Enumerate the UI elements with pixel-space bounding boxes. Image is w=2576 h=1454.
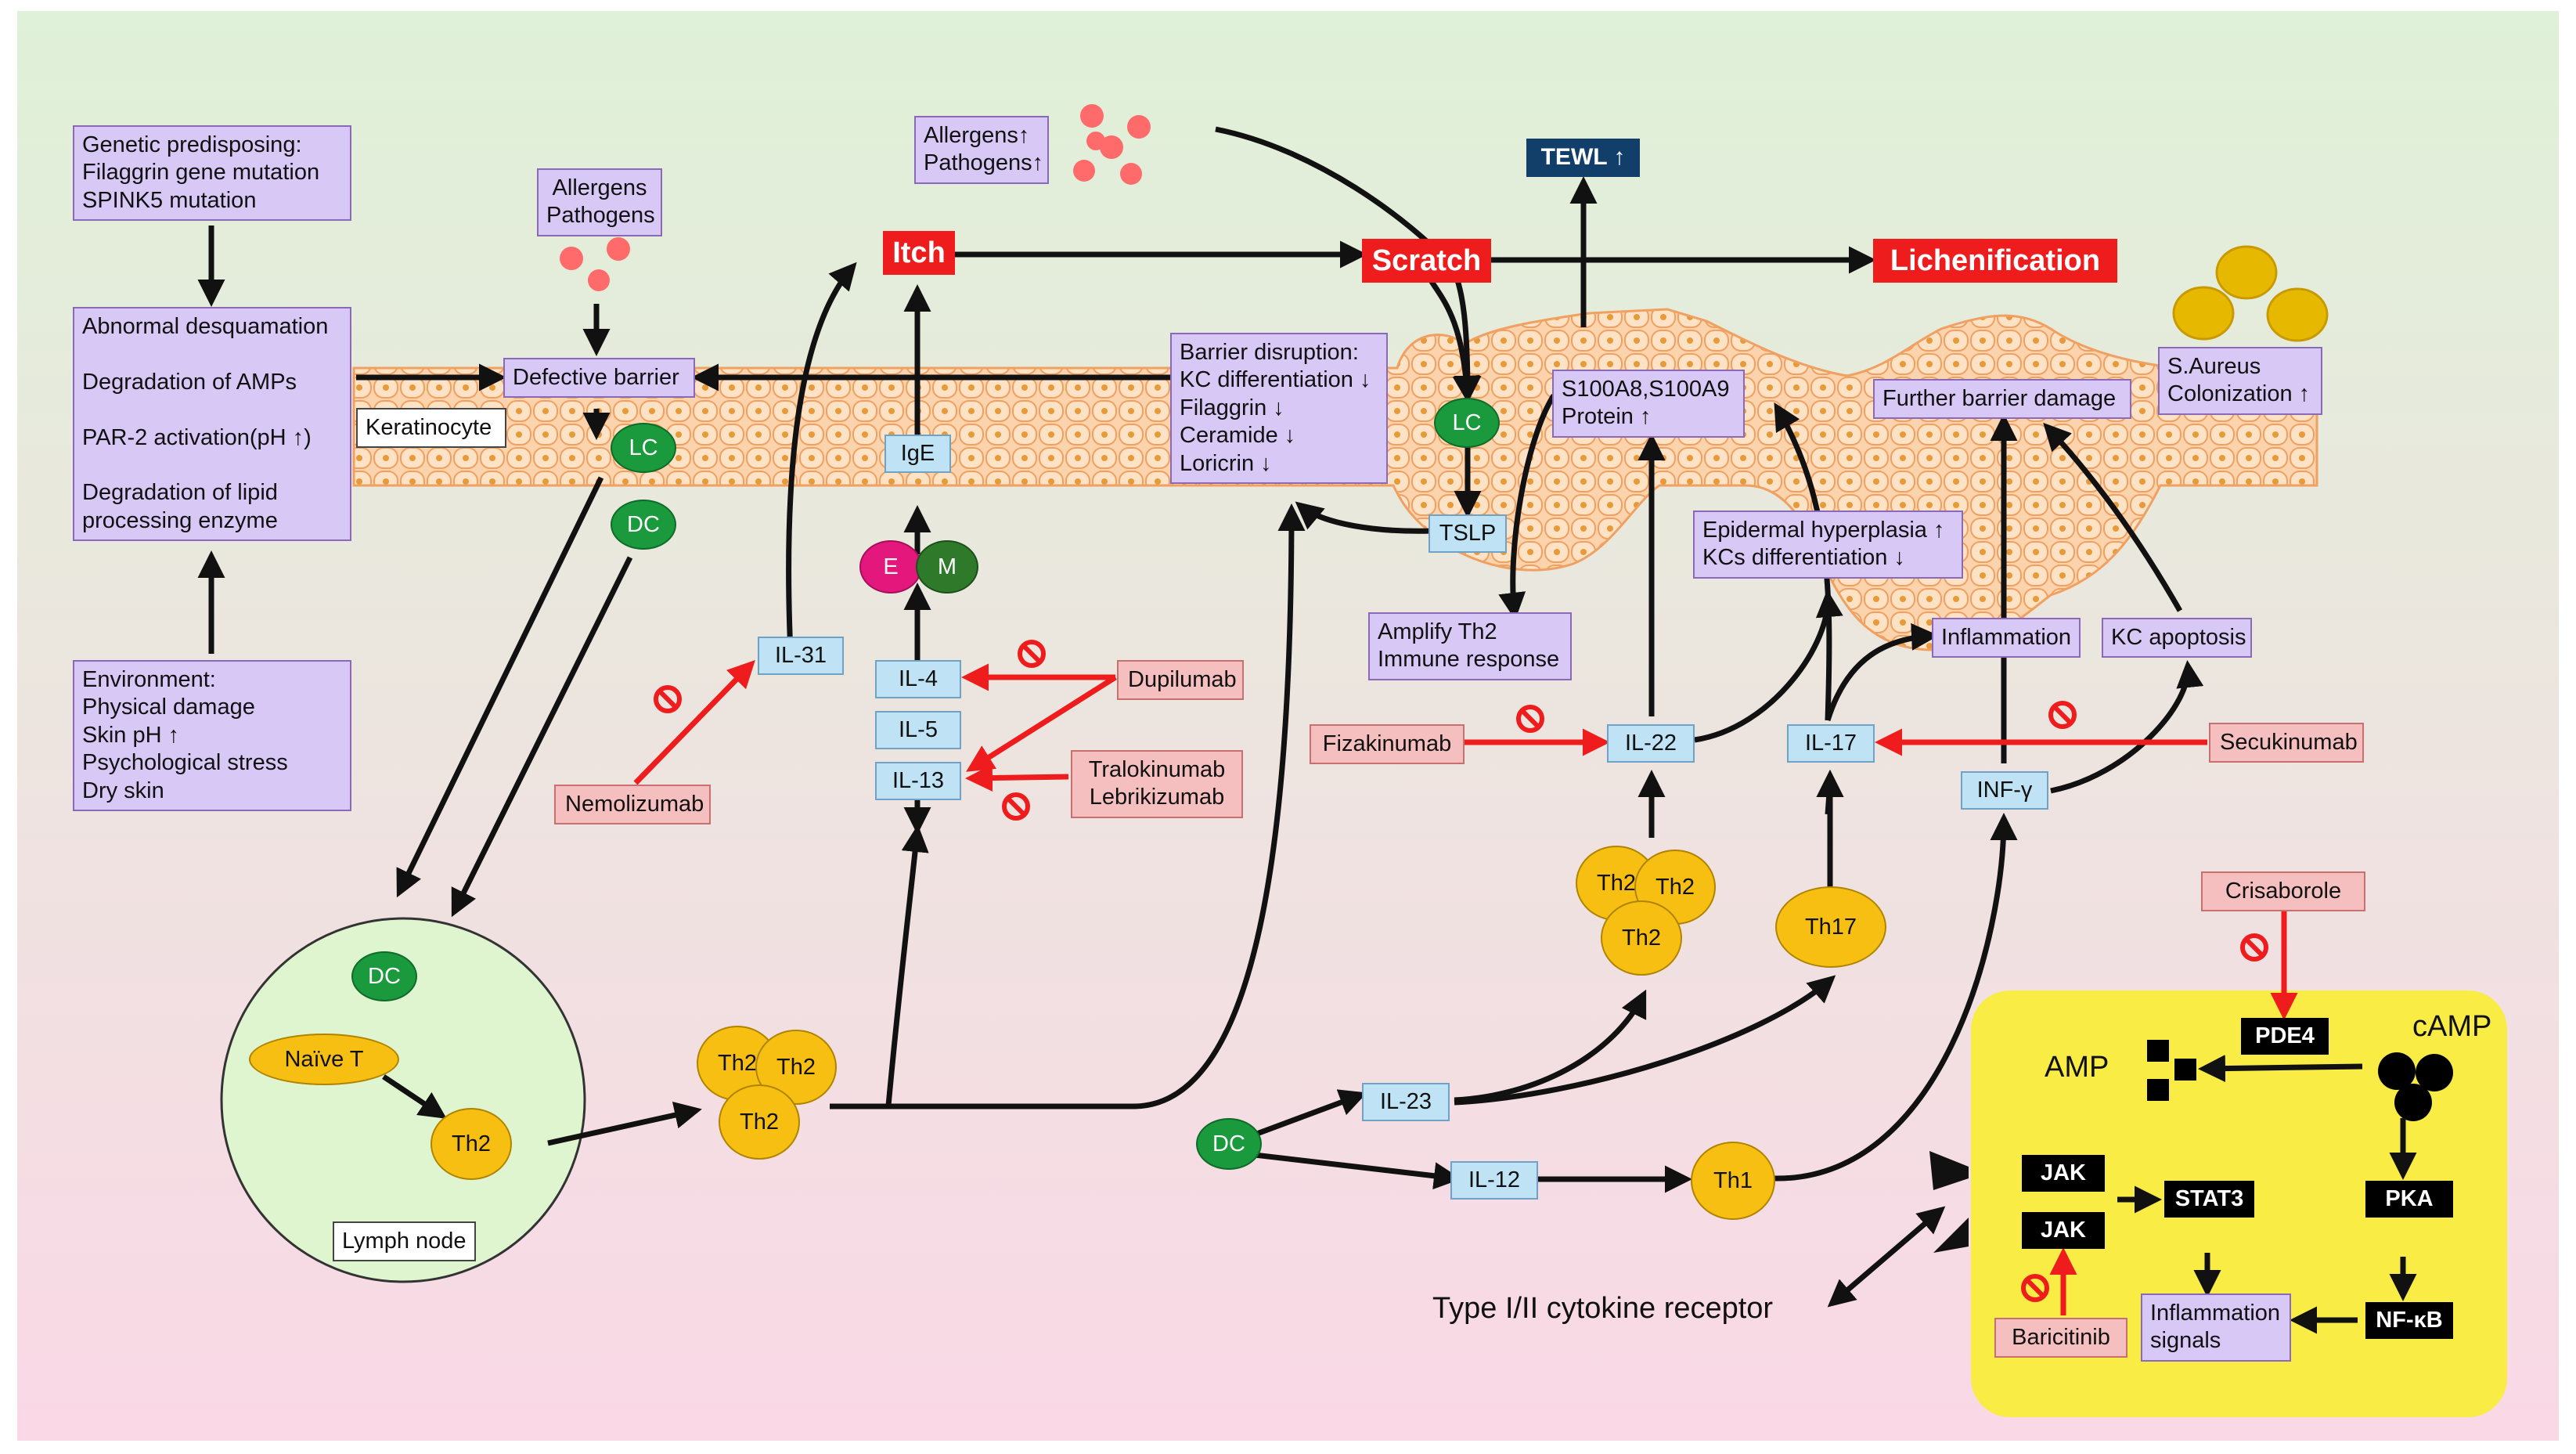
secukinumab-box: Secukinumab bbox=[2209, 723, 2364, 763]
amp-label: AMP bbox=[2045, 1051, 2109, 1084]
eosinophil-cell: E bbox=[859, 540, 922, 594]
tslp-box: TSLP bbox=[1429, 514, 1507, 554]
infg-box: INF-γ bbox=[1961, 771, 2048, 810]
camp-label: cAMP bbox=[2412, 1010, 2492, 1043]
allergens-pathogens-box: Allergens Pathogens bbox=[537, 168, 662, 236]
kc-apoptosis-box: KC apoptosis bbox=[2102, 618, 2252, 658]
allergen-particles bbox=[560, 104, 1151, 291]
th2-cell-c: Th2 bbox=[719, 1084, 800, 1160]
lc-cell-2: LC bbox=[1434, 398, 1500, 448]
mast-cell: M bbox=[916, 540, 978, 594]
abnormal-desquamation-box: Abnormal desquamation Degradation of AMP… bbox=[73, 307, 351, 541]
il12-box: IL-12 bbox=[1450, 1161, 1538, 1200]
pka-box: PKA bbox=[2365, 1181, 2453, 1218]
allergens-pathogens-increase-box: Allergens↑ Pathogens↑ bbox=[914, 116, 1049, 184]
th2-cell-node: Th2 bbox=[431, 1108, 512, 1180]
jak-box-1: JAK bbox=[2022, 1155, 2105, 1192]
ige-box: IgE bbox=[884, 435, 951, 474]
s-aureus-colonization-box: S.Aureus Colonization ↑ bbox=[2158, 347, 2322, 415]
pathway-arrows bbox=[197, 126, 2417, 1334]
dc-cell-2: DC bbox=[1196, 1118, 1262, 1170]
inhibition-arrows bbox=[633, 659, 2298, 1315]
epidermal-hyperplasia-box: Epidermal hyperplasia ↑ KCs differentiat… bbox=[1693, 511, 1963, 579]
il31-box: IL-31 bbox=[758, 637, 844, 676]
further-barrier-damage-box: Further barrier damage bbox=[1873, 379, 2131, 420]
fizakinumab-box: Fizakinumab bbox=[1310, 724, 1465, 765]
amplify-th2-box: Amplify Th2 Immune response bbox=[1368, 612, 1572, 680]
tewl-box: TEWL ↑ bbox=[1526, 139, 1640, 177]
th17-cell: Th17 bbox=[1775, 886, 1886, 968]
nemolizumab-box: Nemolizumab bbox=[554, 785, 711, 825]
dupilumab-box: Dupilumab bbox=[1117, 660, 1244, 701]
dc-cell-node: DC bbox=[351, 951, 417, 1001]
il23-box: IL-23 bbox=[1362, 1083, 1450, 1122]
lymph-node-label: Lymph node bbox=[333, 1221, 476, 1262]
genetic-predisposing-box: Genetic predisposing: Filaggrin gene mut… bbox=[73, 125, 351, 222]
scratch-box: Scratch bbox=[1362, 239, 1491, 283]
environment-box: Environment: Physical damage Skin pH ↑ P… bbox=[73, 660, 351, 811]
lymph-node-circle bbox=[220, 917, 586, 1283]
baricitinib-box: Baricitinib bbox=[1994, 1318, 2127, 1358]
inflammation-box: Inflammation bbox=[1932, 618, 2081, 658]
lichenification-box: Lichenification bbox=[1873, 239, 2117, 283]
th2-cell-f: Th2 bbox=[1601, 900, 1682, 976]
dc-cell-1: DC bbox=[611, 500, 676, 550]
il17-box: IL-17 bbox=[1787, 724, 1875, 763]
pde4-box: PDE4 bbox=[2241, 1018, 2329, 1055]
camp-molecules bbox=[2378, 1052, 2453, 1121]
il4-box: IL-4 bbox=[875, 660, 961, 699]
receptor-shape-1 bbox=[1929, 1151, 1969, 1190]
cytokine-receptor-label: Type I/II cytokine receptor bbox=[1432, 1292, 1774, 1325]
defective-barrier-box: Defective barrier bbox=[503, 358, 695, 399]
keratinocyte-label: Keratinocyte bbox=[356, 408, 506, 449]
il5-box: IL-5 bbox=[875, 711, 961, 750]
tralokinumab-lebrikizumab-box: Tralokinumab Lebrikizumab bbox=[1071, 750, 1243, 818]
s100-protein-box: S100A8,S100A9 Protein ↑ bbox=[1552, 370, 1745, 438]
itch-box: Itch bbox=[883, 231, 955, 276]
amp-molecules bbox=[2147, 1040, 2196, 1101]
th1-cell: Th1 bbox=[1691, 1142, 1775, 1220]
s-aureus-bacteria bbox=[2172, 245, 2329, 342]
lc-cell-1: LC bbox=[611, 423, 676, 473]
il13-box: IL-13 bbox=[875, 762, 961, 801]
il22-box: IL-22 bbox=[1607, 724, 1695, 763]
inflammation-signals-box: Inflammation signals bbox=[2141, 1293, 2291, 1362]
stat3-box: STAT3 bbox=[2164, 1181, 2254, 1218]
crisaborole-box: Crisaborole bbox=[2201, 871, 2365, 912]
naive-t-cell: Naïve T bbox=[249, 1034, 399, 1085]
barrier-disruption-box: Barrier disruption: KC differentiation ↓… bbox=[1170, 333, 1388, 484]
jak-box-2: JAK bbox=[2022, 1212, 2105, 1250]
nfkb-box: NF-κB bbox=[2365, 1302, 2453, 1340]
